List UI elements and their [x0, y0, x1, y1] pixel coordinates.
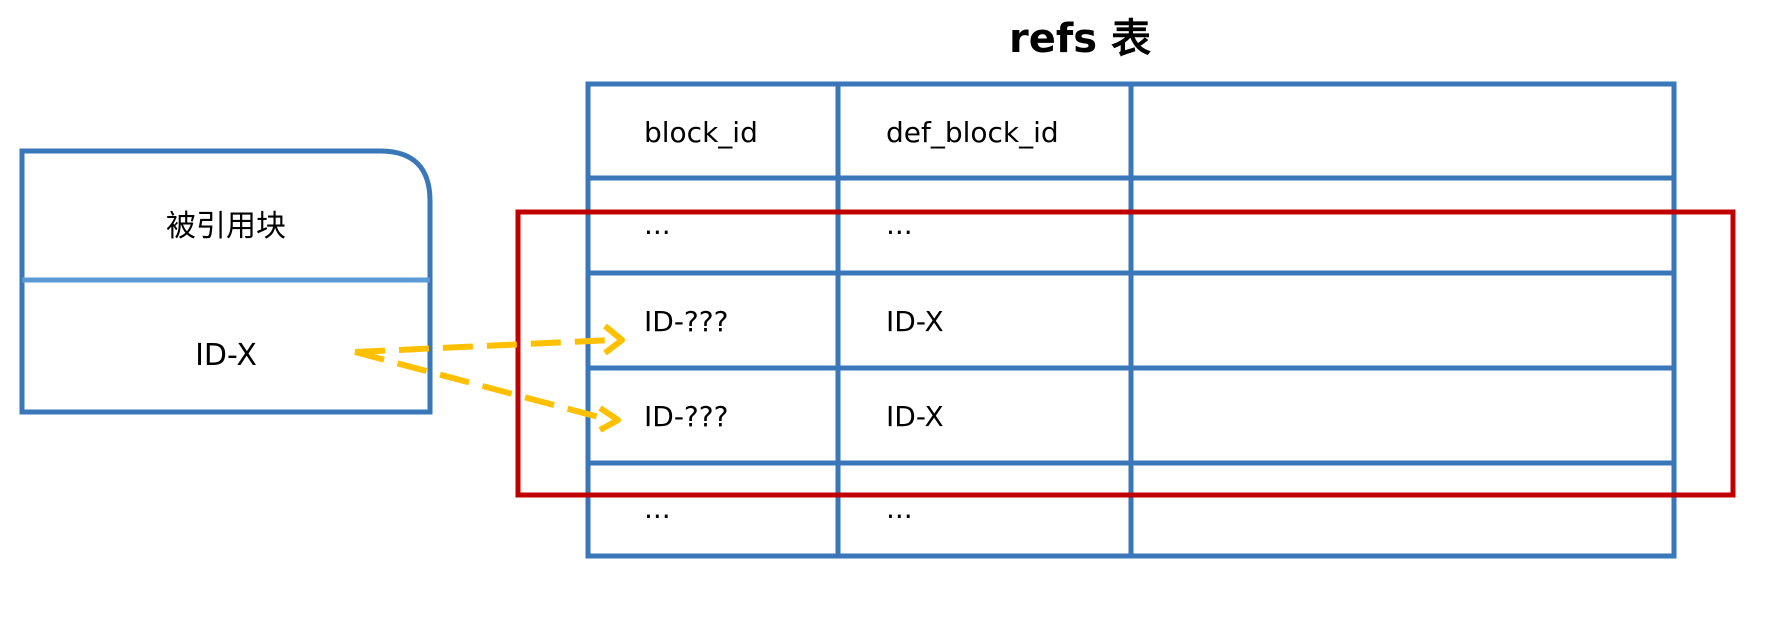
referenced-block-header: 被引用块 — [166, 209, 286, 244]
table-cell: ID-??? — [644, 305, 729, 338]
table-cell: ID-X — [886, 305, 944, 338]
diagram-title: refs 表 — [1009, 16, 1151, 62]
referenced-block-id: ID-X — [195, 338, 257, 373]
arrowhead-icon — [603, 323, 625, 356]
referenced-block: 被引用块 ID-X — [19, 148, 433, 415]
reference-arrows — [354, 323, 625, 433]
table-cell: ID-??? — [644, 400, 729, 433]
refs-table: block_id def_block_id ... ... ID-??? ID-… — [585, 81, 1677, 559]
column-header-def-block-id: def_block_id — [886, 116, 1059, 149]
column-header-block-id: block_id — [644, 116, 758, 149]
highlight-box — [515, 209, 1736, 498]
table-cell: ID-X — [886, 400, 944, 433]
arrowhead-icon — [598, 405, 621, 433]
